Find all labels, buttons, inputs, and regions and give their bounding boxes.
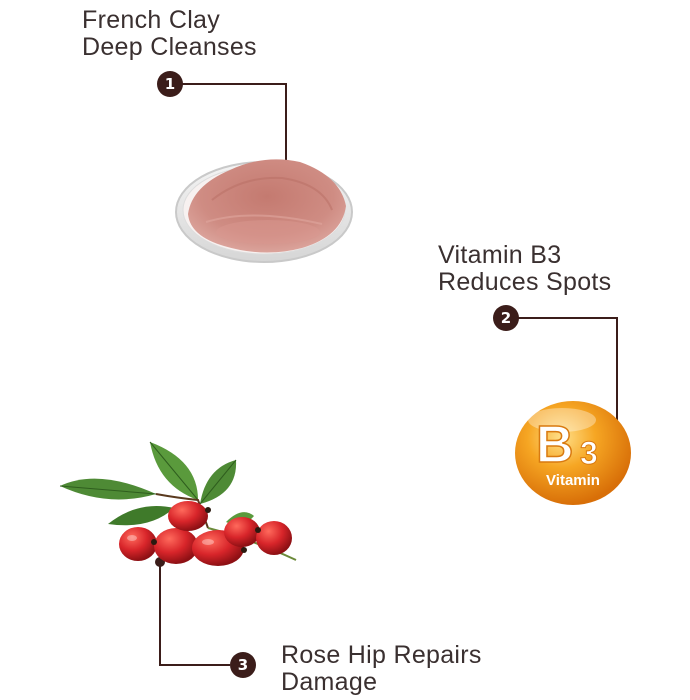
number-badge-3: 3 bbox=[230, 652, 256, 678]
leader-line-1 bbox=[182, 83, 287, 177]
clay-powder-dish-icon bbox=[175, 159, 353, 263]
feature-caption-2: Vitamin B3 Reduces Spots bbox=[438, 242, 611, 296]
feature-title-3: Rose Hip Repairs bbox=[281, 641, 482, 669]
leader-line-2 bbox=[518, 317, 618, 437]
feature-caption-3: Rose Hip Repairs Damage bbox=[281, 642, 482, 696]
feature-subtitle-2: Reduces Spots bbox=[438, 268, 612, 296]
vitamin-sub-number: 3 bbox=[580, 435, 598, 471]
feature-subtitle-3: Damage bbox=[281, 668, 378, 696]
vitamin-b-letter: B bbox=[536, 416, 574, 474]
vitamin-b3-orb-icon: B 3 Vitamin bbox=[515, 401, 631, 505]
feature-title-1: French Clay bbox=[82, 6, 221, 34]
feature-subtitle-1: Deep Cleanses bbox=[82, 33, 257, 61]
feature-caption-1: French Clay Deep Cleanses bbox=[82, 7, 257, 61]
rose-hip-berries-icon bbox=[59, 441, 297, 566]
feature-title-2: Vitamin B3 bbox=[438, 241, 562, 269]
number-badge-2: 2 bbox=[493, 305, 519, 331]
vitamin-orb-label: Vitamin bbox=[546, 472, 600, 489]
leader-line-3 bbox=[159, 563, 230, 666]
number-badge-1: 1 bbox=[157, 71, 183, 97]
